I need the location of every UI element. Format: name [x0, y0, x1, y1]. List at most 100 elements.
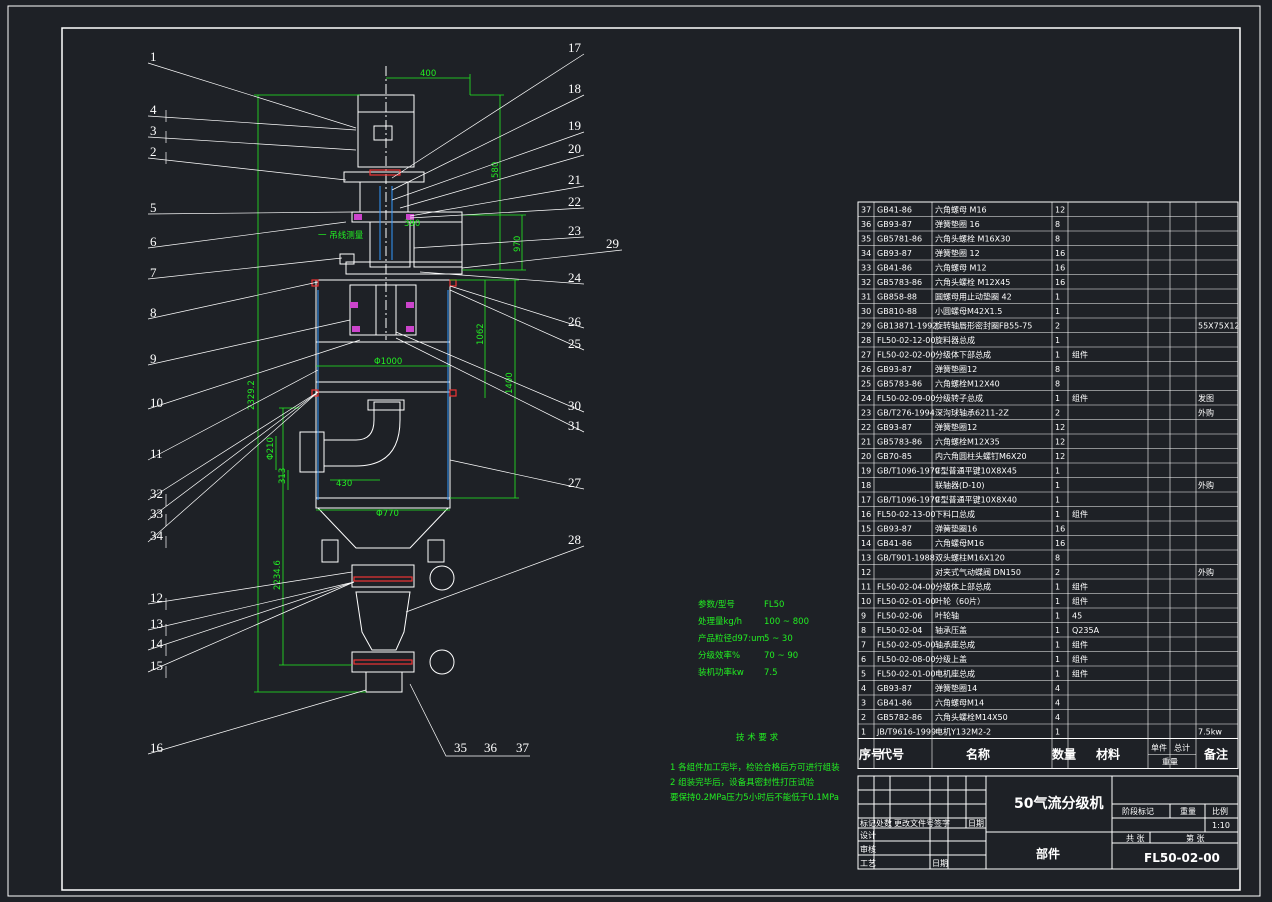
bom-cell-no: 22	[861, 423, 871, 432]
balloon-label: 35	[454, 740, 467, 755]
bom-cell-qty: 1	[1055, 597, 1060, 606]
bom-cell-code: FL50-02-05-00	[877, 641, 935, 650]
bom-cell-mat: 组件	[1072, 509, 1088, 519]
bom-cell-code: GB41-86	[877, 699, 912, 708]
dim-top-width: 400	[420, 69, 436, 79]
balloon-label: 27	[568, 475, 582, 490]
dim-right-a: 580	[491, 162, 501, 178]
balloon-label: 18	[568, 81, 581, 96]
dim-mid-2: 390	[404, 219, 420, 229]
param-value: 5 ~ 30	[764, 634, 793, 644]
dim-inlet-h1: Φ210	[266, 437, 276, 460]
balloon-label: 20	[568, 141, 581, 156]
bom-cell-qty: 12	[1055, 423, 1065, 432]
balloon-label: 8	[150, 305, 157, 320]
leader-line	[399, 154, 585, 209]
bom-cell-mat: 组件	[1072, 640, 1088, 650]
inner-border	[61, 27, 1241, 891]
tech-line-2: 2 组装完毕后，设备具密封性打压试验	[670, 777, 815, 788]
machine-name: 50气流分级机	[1014, 795, 1103, 812]
bom-cell-mat: 组件	[1072, 393, 1088, 403]
bom-cell-code: GB93-87	[877, 220, 912, 229]
leader-line	[147, 211, 353, 215]
leader-line	[413, 236, 585, 249]
bom-cell-code: GB93-87	[877, 525, 912, 534]
bom-cell-no: 25	[861, 380, 871, 389]
tech-title: 技 术 要 求	[736, 732, 779, 743]
balloon-label: 11	[150, 446, 163, 461]
balloon-label: 23	[568, 223, 581, 238]
bom-header-mat: 材料	[1095, 747, 1120, 762]
bom-cell-qty: 8	[1055, 365, 1060, 374]
bom-cell-no: 33	[861, 264, 871, 273]
bom-cell-mat: 组件	[1072, 654, 1088, 664]
bom-cell-code: FL50-02-12-00	[877, 336, 935, 345]
bom-cell-qty: 1	[1055, 394, 1060, 403]
bom-header-note: 备注	[1203, 747, 1228, 762]
stage-weight: 重量	[1180, 806, 1196, 816]
leader-line	[147, 339, 361, 410]
dim-lower-height: 2234.6	[273, 560, 283, 590]
bom-cell-no: 30	[861, 307, 871, 316]
bom-cell-qty: 1	[1055, 496, 1060, 505]
bom-cell-name: C型普通平键10X8X40	[935, 495, 1017, 505]
bom-cell-no: 17	[861, 496, 871, 505]
bom-cell-code: FL50-02-09-00	[877, 394, 935, 403]
bom-cell-no: 27	[861, 351, 871, 360]
balloon-label: 5	[150, 200, 157, 215]
bom-cell-qty: 12	[1055, 438, 1065, 447]
bom-cell-qty: 1	[1055, 293, 1060, 302]
stage-mark: 阶段标记	[1122, 806, 1154, 816]
bom-cell-no: 19	[861, 467, 871, 476]
bom-header-no: 序号	[859, 747, 883, 762]
bom-cell-no: 28	[861, 336, 871, 345]
bom-cell-no: 7	[861, 641, 866, 650]
bom-cell-note: 外购	[1198, 480, 1214, 490]
bom-cell-code: GB/T1096-1979	[877, 496, 940, 505]
bom-cell-name: 深沟球轴承6211-2Z	[935, 408, 1009, 418]
bom-cell-qty: 16	[1055, 264, 1065, 273]
balloon-label: 10	[150, 395, 163, 410]
bom-cell-qty: 4	[1055, 684, 1060, 693]
leader-line	[147, 391, 319, 543]
bom-cell-qty: 4	[1055, 713, 1060, 722]
bom-cell-name: 弹簧垫圈 12	[935, 248, 980, 258]
bom-cell-code: GB41-86	[877, 206, 912, 215]
bom-cell-no: 4	[861, 684, 866, 693]
bom-cell-name: 叶轮（60片）	[935, 596, 985, 606]
param-key: 分级效率%	[698, 650, 740, 661]
balloon-label: 14	[150, 636, 164, 651]
bom-cell-qty: 1	[1055, 351, 1060, 360]
bom-header-weight: 重量	[1162, 757, 1178, 767]
bom-cell-qty: 1	[1055, 481, 1060, 490]
bom-cell-no: 1	[861, 728, 866, 737]
bom-cell-code: GB13871-1992	[877, 322, 937, 331]
machine-outline	[299, 66, 463, 693]
bom-cell-code: FL50-02-01-00	[877, 597, 935, 606]
balloon-label: 31	[568, 418, 581, 433]
bom-cell-code: GB/T276-1994	[877, 409, 935, 418]
bom-cell-qty: 1	[1055, 510, 1060, 519]
bom-cell-no: 37	[861, 206, 871, 215]
bom-cell-qty: 1	[1055, 336, 1060, 345]
balloon-label: 3	[150, 123, 157, 138]
bom-cell-no: 10	[861, 597, 871, 606]
bom-cell-no: 16	[861, 510, 871, 519]
bom-cell-code: GB93-87	[877, 423, 912, 432]
leader-line	[147, 115, 357, 131]
leader-line	[147, 157, 347, 181]
bom-cell-qty: 1	[1055, 670, 1060, 679]
bom-cell-name: 六角头螺栓 M12X45	[935, 277, 1010, 287]
bom-header-code: 代号	[879, 747, 904, 762]
bom-cell-qty: 1	[1055, 728, 1060, 737]
bom-cell-no: 3	[861, 699, 866, 708]
bom-cell-no: 2	[861, 713, 866, 722]
leader-line	[147, 689, 367, 755]
top-note: 一 吊线测量	[318, 230, 364, 241]
bom-cell-no: 36	[861, 220, 871, 229]
leader-line	[391, 131, 585, 201]
bom-cell-no: 9	[861, 612, 866, 621]
bom-cell-no: 11	[861, 583, 871, 592]
balloon-label: 19	[568, 118, 581, 133]
